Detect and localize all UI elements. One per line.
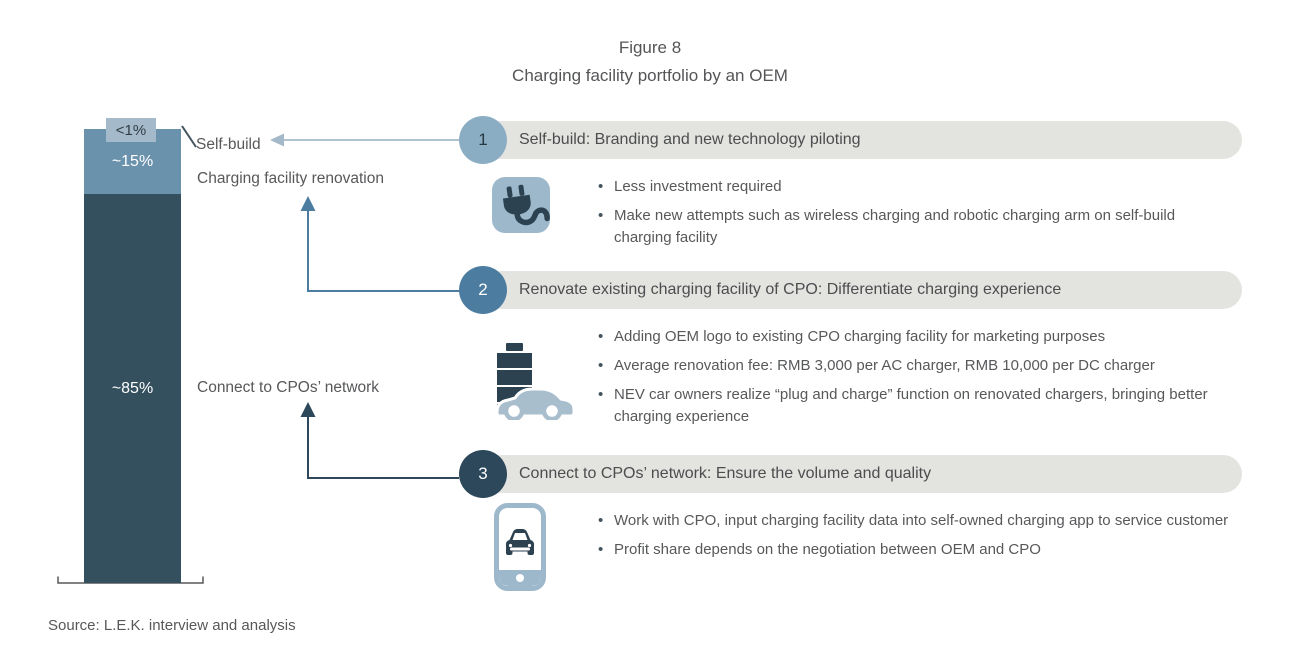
section-3-number-badge: 3: [459, 450, 507, 498]
section-1-number-badge: 1: [459, 116, 507, 164]
phone-car-icon: [494, 503, 546, 596]
arrow-3-head: [300, 402, 316, 417]
section-1-header: Self-build: Branding and new technology …: [483, 121, 1242, 159]
arrow-2-head: [300, 196, 316, 211]
source-note: Source: L.E.K. interview and analysis: [48, 617, 296, 634]
bullet-item: Profit share depends on the negotiation …: [596, 539, 1236, 561]
segment-value: ~15%: [111, 152, 154, 170]
annotation-network: Connect to CPOs’ network: [197, 379, 380, 396]
plug-icon: [492, 177, 550, 238]
arrow-2-line: [307, 206, 459, 292]
figure-caption: Charging facility portfolio by an OEM: [512, 66, 788, 85]
section-1-bullets: Less investment required Make new attemp…: [596, 176, 1236, 256]
segment-value: ~85%: [111, 379, 154, 397]
figure-number: Figure 8: [618, 38, 682, 57]
section-3-header: Connect to CPOs’ network: Ensure the vol…: [483, 455, 1242, 493]
bullet-item: Make new attempts such as wireless charg…: [596, 205, 1236, 249]
bullet-item: Average renovation fee: RMB 3,000 per AC…: [596, 355, 1236, 377]
arrow-1-head: [270, 133, 284, 147]
bar-segment-network: ~85%: [84, 194, 181, 583]
arrow-3-line: [307, 412, 459, 479]
battery-car-icon: [487, 342, 576, 425]
figure-title: Figure 8 Charging facility portfolio by …: [0, 34, 1300, 90]
bullet-item: Adding OEM logo to existing CPO charging…: [596, 326, 1236, 348]
annotation-renovation: Charging facility renovation: [197, 170, 384, 187]
segment-value: <1%: [115, 121, 147, 139]
section-2-number-badge: 2: [459, 266, 507, 314]
section-3-bullets: Work with CPO, input charging facility d…: [596, 510, 1236, 568]
bullet-item: Less investment required: [596, 176, 1236, 198]
annotation-self-build: Self-build: [196, 136, 261, 153]
bar-segment-self-build-label: <1%: [106, 118, 156, 142]
section-2-bullets: Adding OEM logo to existing CPO charging…: [596, 326, 1236, 435]
leader-tick: [181, 125, 197, 148]
bullet-item: NEV car owners realize “plug and charge”…: [596, 384, 1236, 428]
bullet-item: Work with CPO, input charging facility d…: [596, 510, 1236, 532]
section-2-header: Renovate existing charging facility of C…: [483, 271, 1242, 309]
